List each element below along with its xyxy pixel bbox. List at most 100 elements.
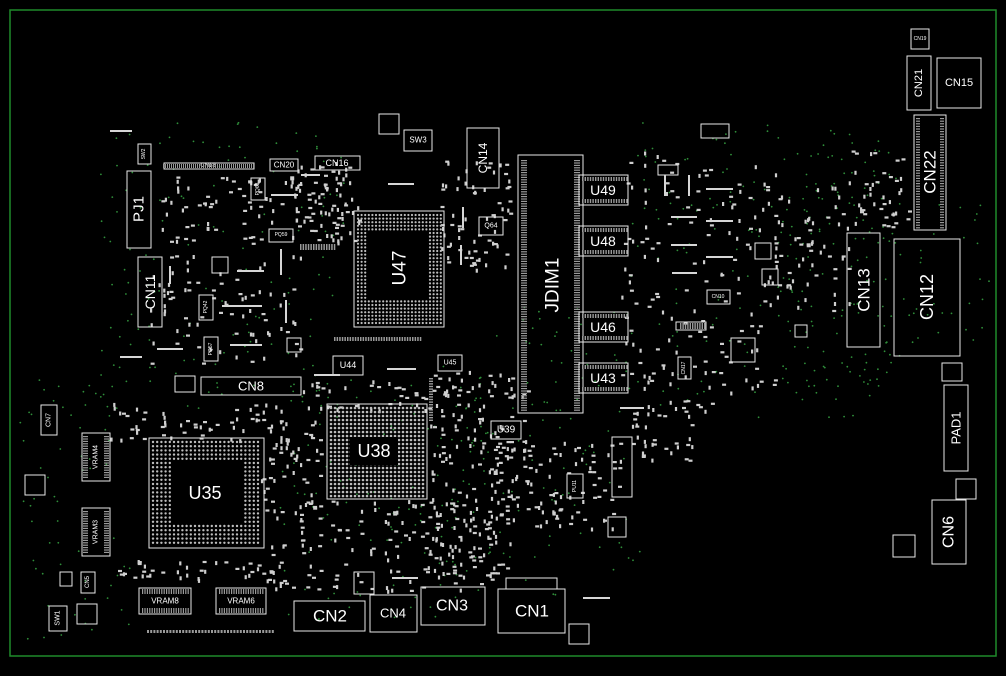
cn17-connector[interactable]: CN17	[677, 356, 692, 380]
cn22-label: CN22	[921, 150, 940, 193]
pq42-label: PQ42	[203, 300, 209, 313]
pad1-label: PAD1	[949, 412, 964, 445]
cn21-connector[interactable]: CN21	[906, 55, 932, 111]
u47-chip[interactable]: U47	[353, 210, 445, 328]
cn14-label: CN14	[476, 142, 490, 173]
vram4-label: VRAM4	[93, 445, 100, 469]
cn13-label: CN13	[855, 268, 874, 311]
cn17-label: CN17	[681, 361, 687, 374]
u43-chip[interactable]: U43	[578, 362, 629, 394]
sw3-label: SW3	[409, 136, 427, 145]
jdim1-connector[interactable]: JDIM1	[517, 154, 584, 414]
pj1-power-jack[interactable]: PJ1	[126, 170, 152, 249]
cn22-pin-rows	[916, 118, 944, 229]
vram3-label: VRAM3	[93, 520, 100, 544]
cn3-label: CN3	[436, 598, 468, 615]
vram6-label: VRAM6	[227, 597, 255, 606]
cn20-label: CN20	[274, 161, 295, 170]
pj1-label: PJ1	[131, 196, 148, 222]
u38-label: U38	[357, 441, 390, 461]
cn8-label: CN8	[238, 379, 264, 394]
pq63-part[interactable]: PQ63	[250, 177, 266, 201]
cn2-connector[interactable]: CN2	[293, 600, 366, 632]
cn18-label: CN18	[200, 163, 216, 169]
vram4-chip[interactable]: VRAM4	[81, 432, 111, 482]
cn1-connector[interactable]: CN1	[497, 577, 566, 634]
cn4-label: CN4	[380, 606, 406, 621]
sw1-label: SW1	[55, 610, 62, 625]
u35-ball-array	[151, 440, 260, 544]
unlabeled-footprints	[24, 113, 977, 645]
pu11-label: PU11	[572, 480, 578, 492]
cn15-label: CN15	[945, 77, 973, 89]
cn7-connector[interactable]: CN7	[40, 404, 58, 436]
cn12-label: CN12	[917, 274, 937, 320]
u48-chip[interactable]: U48	[578, 225, 629, 257]
cn1-label: CN1	[515, 602, 549, 621]
sw3-switch[interactable]: SW3	[403, 129, 433, 152]
u39-chip[interactable]: U39	[490, 420, 522, 440]
cn4-connector[interactable]: CN4	[369, 594, 418, 633]
sw2-label: SW2	[141, 148, 147, 159]
pq57-label: PQ57	[208, 342, 214, 355]
cn15-connector[interactable]: CN15	[936, 57, 982, 109]
pad1-pad[interactable]: PAD1	[943, 384, 969, 472]
vram8-label: VRAM8	[151, 597, 179, 606]
u39-label: U39	[497, 425, 516, 436]
board-outline	[9, 9, 997, 657]
cn22-connector[interactable]: CN22	[913, 114, 947, 231]
u46-chip[interactable]: U46	[578, 311, 629, 343]
u35-chip[interactable]: U35	[148, 437, 265, 549]
cn7-label: CN7	[46, 413, 53, 427]
u47-ball-array	[356, 213, 442, 325]
cn5-connector[interactable]: CN5	[80, 571, 96, 594]
pq59-part[interactable]: PQ59	[268, 228, 294, 243]
u48-label: U48	[590, 233, 616, 249]
vram8-chip[interactable]: VRAM8	[138, 587, 192, 615]
sw1-switch[interactable]: SW1	[48, 605, 68, 632]
vram3-chip[interactable]: VRAM3	[81, 507, 111, 557]
u44-chip[interactable]: U44	[332, 355, 364, 376]
u49-chip[interactable]: U49	[578, 174, 629, 206]
u43-label: U43	[590, 370, 616, 386]
cn3-connector[interactable]: CN3	[420, 586, 486, 626]
pq42-part[interactable]: PQ42	[198, 294, 214, 321]
passive-field	[110, 150, 912, 594]
cn2-label: CN2	[313, 607, 347, 626]
u46-label: U46	[590, 319, 616, 335]
cn8-connector[interactable]: CN8	[200, 376, 302, 396]
pq63-label: PQ63	[255, 182, 261, 195]
cn10-connector[interactable]: CN10	[706, 289, 731, 305]
u45-label: U45	[444, 360, 457, 367]
thin-parts	[110, 130, 733, 599]
pq57-part[interactable]: PQ57	[203, 336, 219, 362]
jdim1-label: JDIM1	[543, 258, 564, 313]
u45-chip[interactable]: U45	[437, 354, 463, 372]
cn12-connector[interactable]: CN12	[893, 238, 961, 357]
vram6-chip[interactable]: VRAM6	[215, 587, 267, 615]
edge-pin-rows	[147, 164, 706, 633]
cn20-connector[interactable]: CN20	[269, 158, 299, 172]
pu11-part[interactable]: PU11	[566, 473, 584, 499]
cn6-connector[interactable]: CN6	[931, 499, 967, 565]
cn19-connector[interactable]: CN19	[910, 28, 930, 50]
q64-part[interactable]: Q64	[478, 216, 504, 236]
cn11-connector[interactable]: CN11	[137, 256, 163, 328]
q64-label: Q64	[484, 223, 497, 230]
cn14-connector[interactable]: CN14	[466, 127, 500, 189]
sw2-switch[interactable]: SW2	[137, 143, 152, 165]
cn11-label: CN11	[142, 274, 158, 309]
cn19-label: CN19	[914, 36, 927, 42]
cn21-label: CN21	[913, 69, 925, 97]
u44-label: U44	[340, 360, 357, 370]
u49-label: U49	[590, 182, 616, 198]
u35-label: U35	[188, 483, 221, 503]
u47-label: U47	[390, 251, 411, 286]
cn13-connector[interactable]: CN13	[846, 232, 881, 348]
cn16-label: CN16	[325, 158, 348, 168]
u38-chip[interactable]: U38	[326, 403, 428, 500]
cn16-connector[interactable]: CN16	[314, 155, 361, 171]
jdim1-pin-rows	[521, 160, 580, 411]
cn5-label: CN5	[85, 575, 91, 588]
